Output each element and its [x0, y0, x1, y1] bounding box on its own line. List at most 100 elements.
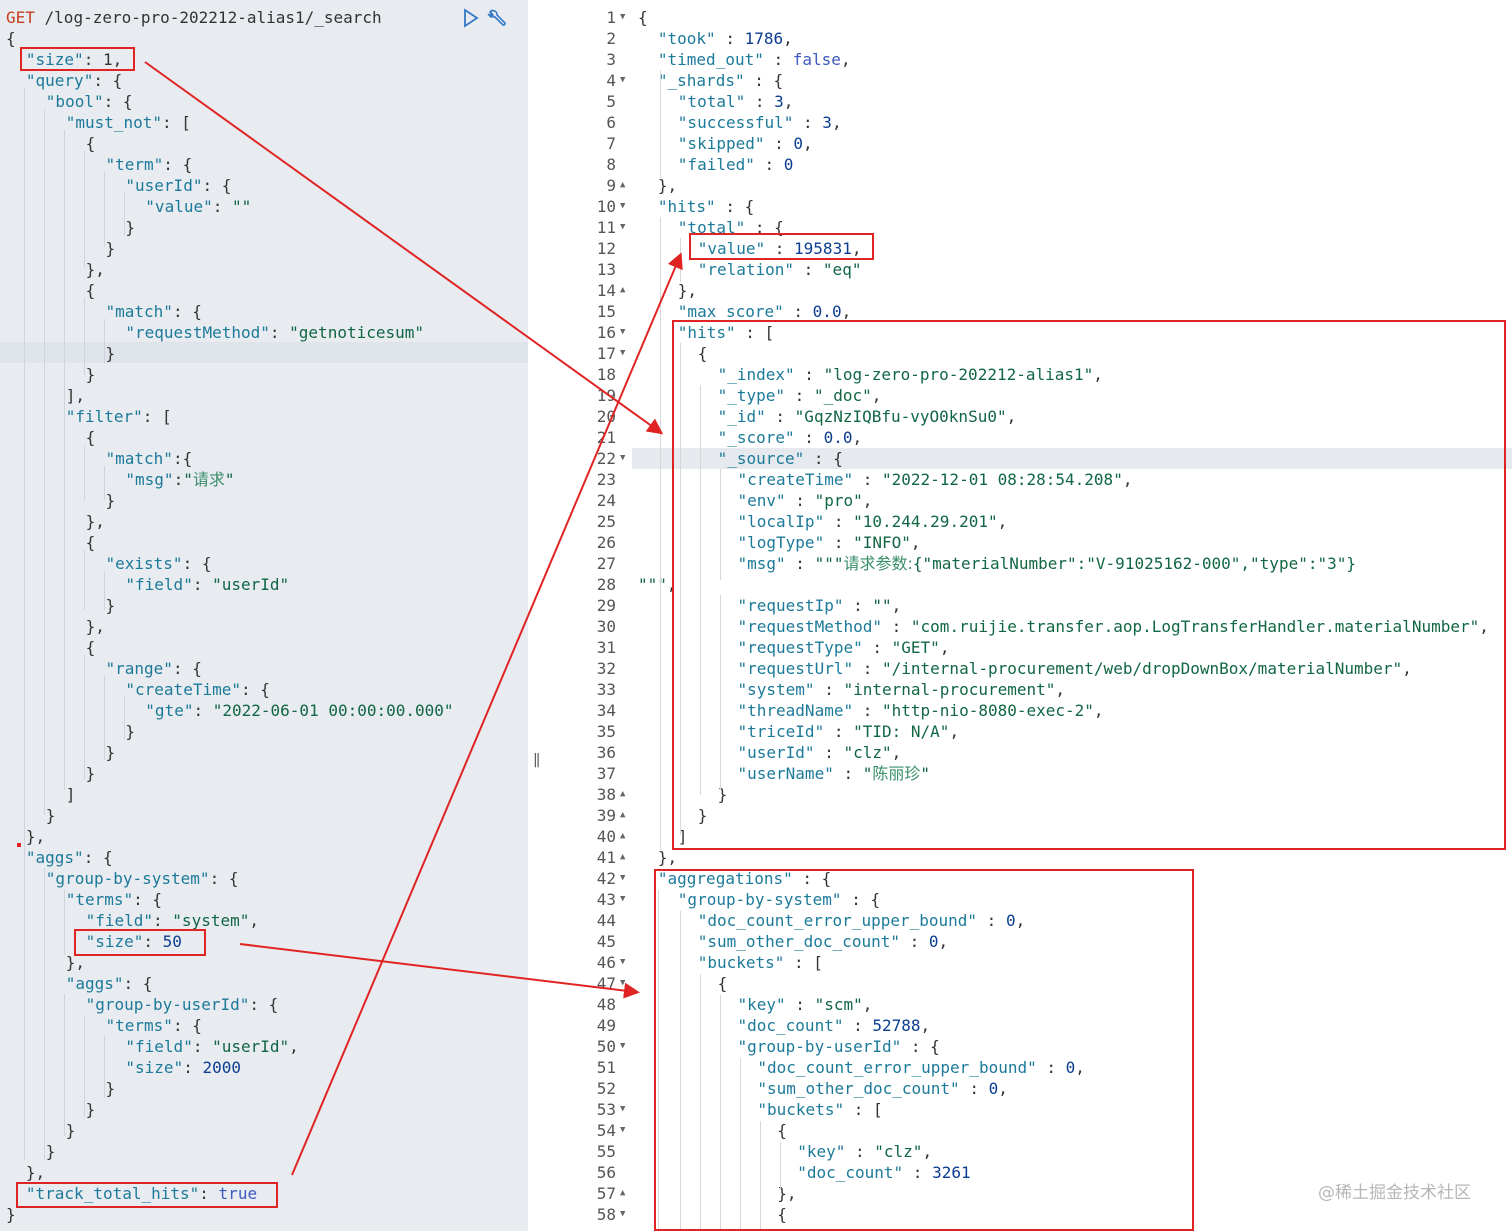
- fold-collapse-icon[interactable]: ▼: [620, 201, 626, 211]
- code-line[interactable]: }: [86, 364, 96, 385]
- code-line[interactable]: "userId" : "clz",: [738, 742, 902, 763]
- code-line[interactable]: "exists": {: [106, 553, 212, 574]
- code-line[interactable]: ]: [678, 826, 688, 847]
- code-line[interactable]: {: [86, 280, 96, 301]
- code-line[interactable]: "query": {: [26, 70, 122, 91]
- code-line[interactable]: }: [6, 1204, 16, 1225]
- code-line[interactable]: "terms": {: [106, 1015, 202, 1036]
- fold-collapse-icon[interactable]: ▼: [620, 1125, 626, 1135]
- code-line[interactable]: "hits" : [: [678, 322, 774, 343]
- code-line[interactable]: "buckets" : [: [698, 952, 823, 973]
- fold-collapse-icon[interactable]: ▼: [620, 978, 626, 988]
- code-line[interactable]: "_score" : 0.0,: [718, 427, 863, 448]
- fold-expand-icon[interactable]: ▲: [620, 831, 626, 841]
- code-line[interactable]: },: [777, 1183, 796, 1204]
- code-line[interactable]: "_id" : "GqzNzIQBfu-vyO0knSu0",: [718, 406, 1017, 427]
- code-line[interactable]: }: [46, 1141, 56, 1162]
- code-line[interactable]: "createTime": {: [125, 679, 270, 700]
- code-line[interactable]: "match":{: [106, 448, 193, 469]
- code-line[interactable]: "skipped" : 0,: [678, 133, 813, 154]
- code-line[interactable]: {: [718, 973, 728, 994]
- pane-divider[interactable]: [528, 0, 548, 1231]
- request-editor[interactable]: GET /log-zero-pro-202212-alias1/_search …: [0, 0, 528, 1231]
- code-line[interactable]: "successful" : 3,: [678, 112, 842, 133]
- code-line[interactable]: "env" : "pro",: [738, 490, 873, 511]
- code-line[interactable]: "key" : "clz",: [797, 1141, 932, 1162]
- code-line[interactable]: "relation" : "eq": [698, 259, 862, 280]
- fold-collapse-icon[interactable]: ▼: [620, 1041, 626, 1051]
- fold-collapse-icon[interactable]: ▼: [620, 327, 626, 337]
- code-line[interactable]: }: [86, 1099, 96, 1120]
- code-line[interactable]: "failed" : 0: [678, 154, 794, 175]
- fold-collapse-icon[interactable]: ▼: [620, 873, 626, 883]
- code-line[interactable]: "doc_count_error_upper_bound" : 0,: [698, 910, 1026, 931]
- code-line[interactable]: }: [106, 742, 116, 763]
- code-line[interactable]: "createTime" : "2022-12-01 08:28:54.208"…: [738, 469, 1133, 490]
- code-line[interactable]: {: [86, 427, 96, 448]
- pane-resize-handle[interactable]: ||: [533, 752, 541, 768]
- code-line[interactable]: "bool": {: [46, 91, 133, 112]
- code-line[interactable]: }: [698, 805, 708, 826]
- code-line[interactable]: }: [125, 217, 135, 238]
- code-line[interactable]: "doc_count" : 52788,: [738, 1015, 931, 1036]
- code-line[interactable]: },: [66, 952, 85, 973]
- code-line[interactable]: "system" : "internal-procurement",: [738, 679, 1066, 700]
- code-line[interactable]: "total" : 3,: [678, 91, 794, 112]
- code-line[interactable]: {: [86, 637, 96, 658]
- code-line[interactable]: {: [6, 28, 16, 49]
- code-line[interactable]: "triceId" : "TID: N/A",: [738, 721, 960, 742]
- fold-expand-icon[interactable]: ▲: [620, 285, 626, 295]
- fold-collapse-icon[interactable]: ▼: [620, 1104, 626, 1114]
- code-line[interactable]: "logType" : "INFO",: [738, 532, 921, 553]
- code-line[interactable]: "localIp" : "10.244.29.201",: [738, 511, 1008, 532]
- code-line[interactable]: "track_total_hits": true: [26, 1183, 257, 1204]
- code-line[interactable]: "userId": {: [125, 175, 231, 196]
- code-line[interactable]: }: [106, 595, 116, 616]
- code-line[interactable]: "match": {: [106, 301, 202, 322]
- code-line[interactable]: "threadName" : "http-nio-8080-exec-2",: [738, 700, 1104, 721]
- code-line[interactable]: "size": 1,: [26, 49, 122, 70]
- code-line[interactable]: ],: [66, 385, 85, 406]
- fold-collapse-icon[interactable]: ▼: [620, 12, 626, 22]
- code-line[interactable]: },: [86, 616, 105, 637]
- request-line[interactable]: GET /log-zero-pro-202212-alias1/_search: [6, 7, 382, 28]
- fold-collapse-icon[interactable]: ▼: [620, 453, 626, 463]
- code-line[interactable]: },: [26, 1162, 45, 1183]
- fold-collapse-icon[interactable]: ▼: [620, 222, 626, 232]
- code-line[interactable]: }: [106, 1078, 116, 1099]
- code-line[interactable]: "requestUrl" : "/internal-procurement/we…: [738, 658, 1412, 679]
- fold-collapse-icon[interactable]: ▼: [620, 894, 626, 904]
- code-line[interactable]: }: [106, 490, 116, 511]
- code-line[interactable]: "_index" : "log-zero-pro-202212-alias1",: [718, 364, 1103, 385]
- code-line[interactable]: "field": "system",: [86, 910, 259, 931]
- code-line[interactable]: {: [698, 343, 708, 364]
- code-line[interactable]: "aggs": {: [66, 973, 153, 994]
- code-line[interactable]: }: [46, 805, 56, 826]
- code-line[interactable]: "field": "userId": [125, 574, 289, 595]
- code-line[interactable]: "group-by-userId": {: [86, 994, 279, 1015]
- code-line[interactable]: {: [777, 1204, 787, 1225]
- code-line[interactable]: "msg" : """请求参数:{"materialNumber":"V-910…: [738, 553, 1357, 574]
- code-line[interactable]: "took" : 1786,: [658, 28, 793, 49]
- code-line[interactable]: "total" : {: [678, 217, 784, 238]
- code-line[interactable]: "range": {: [106, 658, 202, 679]
- code-line[interactable]: "value": "": [145, 196, 251, 217]
- code-line[interactable]: },: [678, 280, 697, 301]
- code-line[interactable]: "msg":"请求": [125, 469, 234, 490]
- fold-collapse-icon[interactable]: ▼: [620, 348, 626, 358]
- code-line[interactable]: },: [86, 259, 105, 280]
- code-line[interactable]: }: [66, 1120, 76, 1141]
- code-line[interactable]: "terms": {: [66, 889, 162, 910]
- code-line[interactable]: {: [86, 133, 96, 154]
- code-line[interactable]: "requestMethod": "getnoticesum": [125, 322, 424, 343]
- code-line[interactable]: "sum_other_doc_count" : 0,: [698, 931, 948, 952]
- code-line[interactable]: "aggregations" : {: [658, 868, 831, 889]
- code-line[interactable]: "requestMethod" : "com.ruijie.transfer.a…: [738, 616, 1489, 637]
- code-line[interactable]: "term": {: [106, 154, 193, 175]
- code-line[interactable]: }: [86, 763, 96, 784]
- code-line[interactable]: "group-by-system": {: [46, 868, 239, 889]
- response-viewer[interactable]: [548, 0, 1512, 1231]
- code-line[interactable]: }: [125, 721, 135, 742]
- fold-collapse-icon[interactable]: ▼: [620, 1209, 626, 1219]
- code-line[interactable]: }: [718, 784, 728, 805]
